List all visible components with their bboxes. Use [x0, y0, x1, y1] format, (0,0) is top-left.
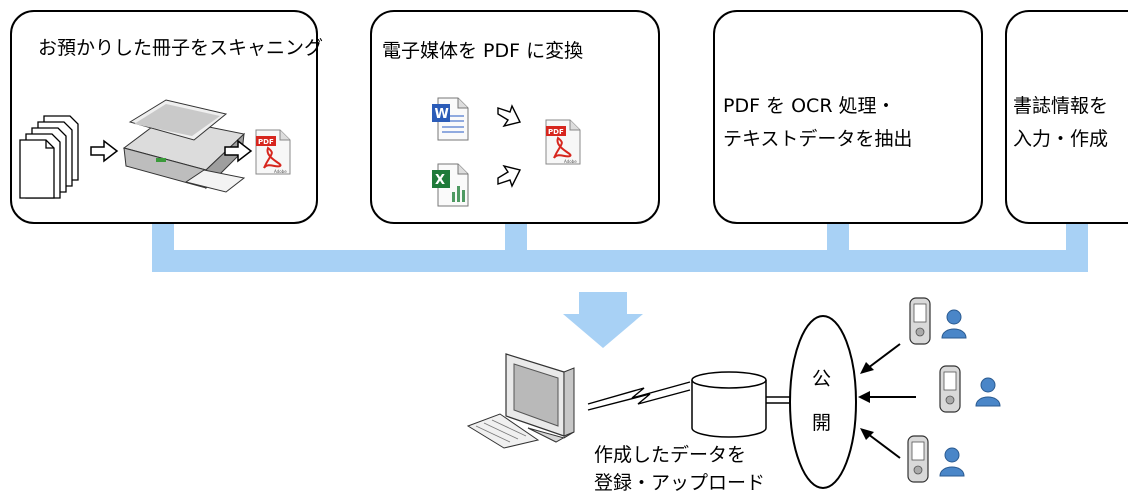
- step-scan-title: お預かりした冊子をスキャニング: [38, 37, 324, 59]
- svg-text:PDF: PDF: [258, 138, 274, 146]
- register-label-line-2: 登録・アップロード: [594, 472, 766, 494]
- pdf-file-icon: PDF Adobe: [545, 119, 581, 165]
- excel-file-icon: X: [432, 163, 469, 207]
- step-convert-box: 電子媒体を PDF に変換 W X PDF Adobe: [370, 10, 660, 224]
- svg-text:Adobe: Adobe: [564, 159, 577, 164]
- user-icon: [939, 447, 965, 477]
- step-biblio-box: 書誌情報を 入力・作成: [1005, 10, 1128, 224]
- register-label-line-1: 作成したデータを: [594, 444, 747, 466]
- connector-horizontal-bar: [152, 250, 1088, 272]
- arrow-right-icon: [224, 139, 253, 163]
- svg-text:W: W: [435, 107, 449, 122]
- document-stack-icon: [19, 115, 79, 199]
- pdf-file-icon: PDF Adobe: [255, 129, 291, 175]
- mobile-phone-icon: [939, 365, 961, 413]
- step-ocr-title: PDF を OCR 処理・ テキストデータを抽出: [723, 95, 913, 150]
- step-ocr-box: PDF を OCR 処理・ テキストデータを抽出: [713, 10, 983, 224]
- arrow-icon: [860, 428, 901, 459]
- user-icon: [941, 309, 967, 339]
- arrow-right-icon: [90, 139, 119, 163]
- computer-icon: [466, 353, 575, 449]
- network-link-icon: [587, 381, 691, 411]
- publish-oval: [789, 315, 857, 489]
- publish-label-2: 開: [812, 412, 832, 434]
- mobile-phone-icon: [909, 297, 931, 345]
- database-icon: [691, 371, 767, 438]
- svg-text:Adobe: Adobe: [274, 169, 287, 174]
- arrow-right-down-icon: [497, 104, 522, 128]
- step-biblio-title: 書誌情報を 入力・作成: [1013, 95, 1109, 150]
- step-scan-box: お預かりした冊子をスキャニング PDF Adobe: [10, 10, 323, 224]
- mobile-phone-icon: [907, 435, 929, 483]
- step-convert-title: 電子媒体を PDF に変換: [382, 40, 584, 62]
- arrow-icon: [858, 391, 916, 403]
- arrow-icon: [860, 343, 901, 374]
- svg-text:X: X: [435, 173, 445, 188]
- arrow-right-up-icon: [497, 164, 522, 188]
- mobile-user-2: [930, 364, 1010, 416]
- svg-text:PDF: PDF: [548, 128, 564, 136]
- down-arrow-icon: [563, 292, 643, 348]
- user-icon: [975, 377, 1001, 407]
- mobile-user-1: [900, 296, 980, 348]
- word-file-icon: W: [432, 97, 469, 141]
- publish-label-1: 公: [812, 368, 832, 390]
- mobile-user-3: [898, 434, 978, 486]
